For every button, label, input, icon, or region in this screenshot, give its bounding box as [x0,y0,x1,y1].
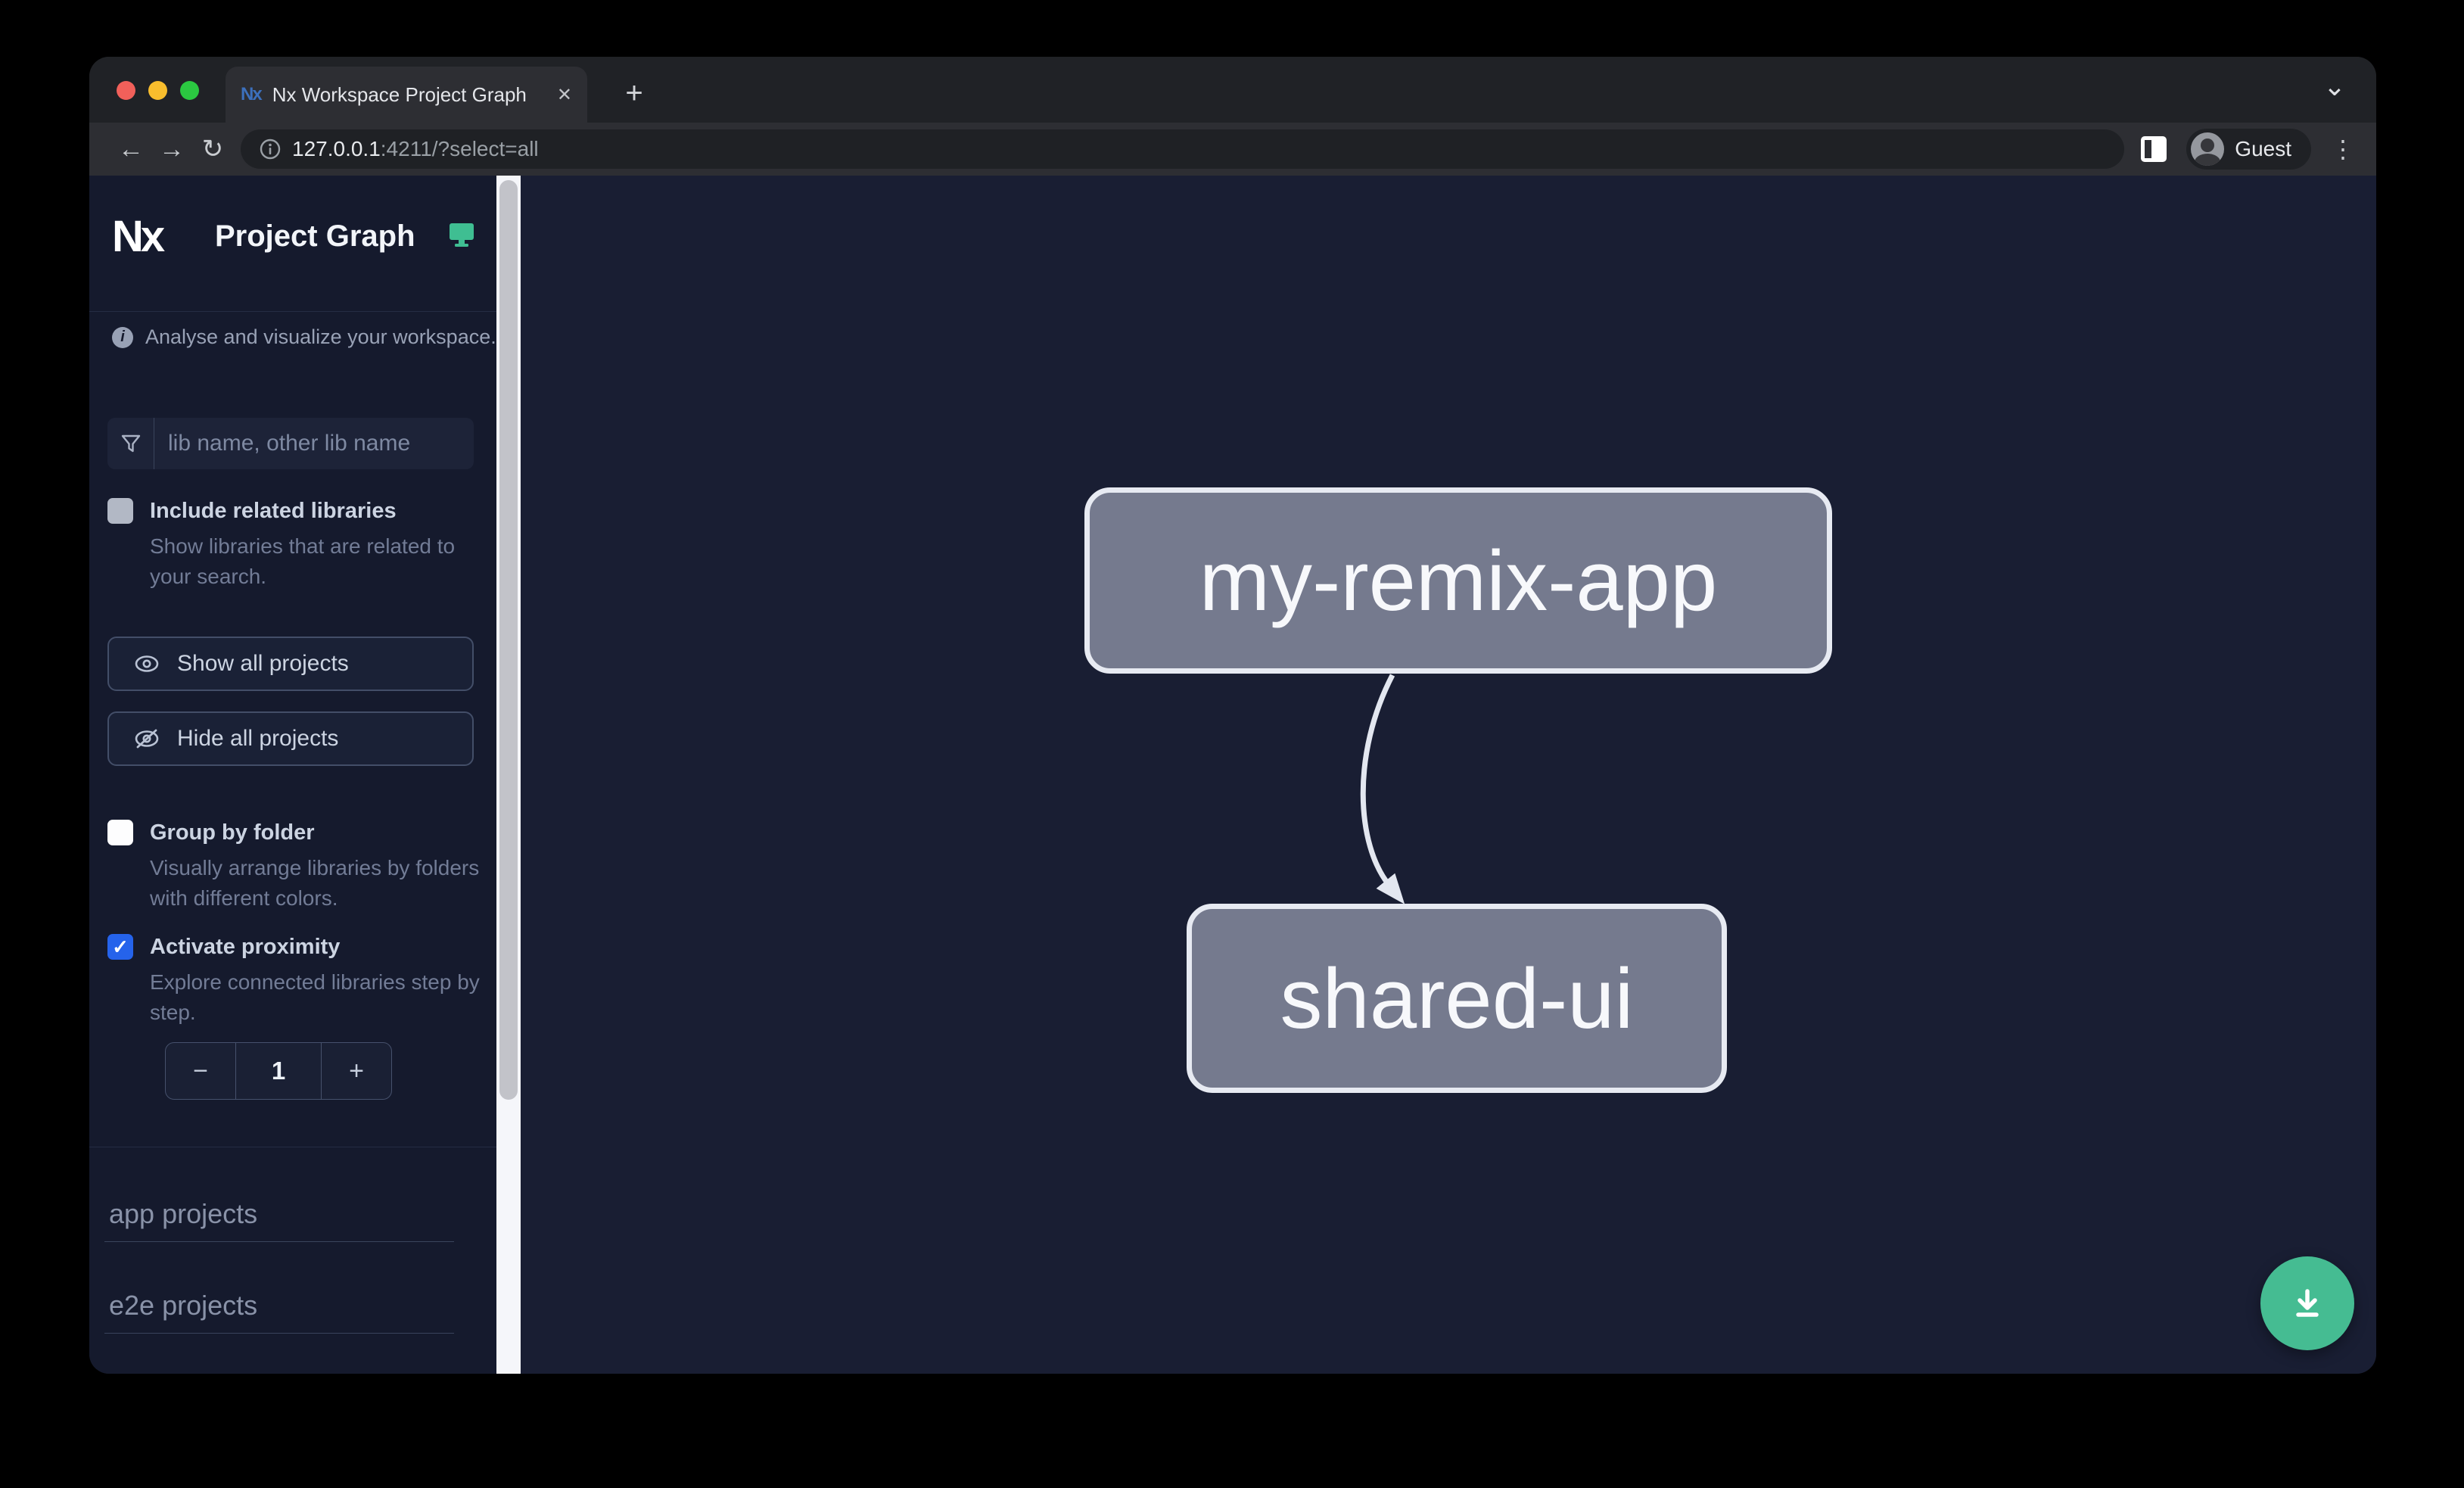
increment-button[interactable]: + [349,1056,364,1085]
monitor-icon[interactable] [447,221,476,252]
sidebar: Nx Project Graph i Analyse and visualize… [89,176,496,1374]
toolbar-right: Guest ⋮ [2141,129,2355,170]
hide-all-projects-button[interactable]: Hide all projects [107,711,474,766]
graph-canvas[interactable]: my-remix-app shared-ui [521,176,2376,1374]
download-graph-button[interactable] [2260,1256,2354,1350]
url-host: 127.0.0.1 [292,137,381,160]
workspace-info: i Analyse and visualize your workspace. [112,325,496,349]
toggle-label: Include related libraries [150,499,397,523]
tab-title: Nx Workspace Project Graph [272,82,527,106]
toggle-description: Explore connected libraries step by step… [150,970,480,1024]
button-label: Hide all projects [177,726,339,751]
browser-menu-icon[interactable]: ⋮ [2331,135,2355,163]
browser-window: Nx Nx Workspace Project Graph ✕ + ⌄ ← → … [89,57,2376,1374]
back-button[interactable]: ← [118,134,144,163]
new-tab-button[interactable]: + [625,76,643,110]
section-e2e-projects[interactable]: e2e projects [104,1290,454,1334]
window-controls [117,81,199,100]
browser-toolbar: ← → ↻ 127.0.0.1:4211/?select=all Guest ⋮ [89,123,2376,176]
sidebar-scrollbar[interactable] [496,176,521,1374]
toggle-description: Show libraries that are related to your … [150,534,456,588]
tab-nx-workspace[interactable]: Nx Nx Workspace Project Graph ✕ [226,67,587,123]
sidebar-header: Nx Project Graph [112,207,476,265]
profile-label: Guest [2235,137,2291,160]
dependency-edge [1360,674,1405,904]
divider [89,311,496,312]
toggle-activate-proximity[interactable]: ✓ Activate proximity Explore connected l… [107,932,492,1028]
toggle-label: Activate proximity [150,935,341,959]
proximity-stepper: − 1 + [165,1042,392,1100]
minimize-window-button[interactable] [148,81,167,100]
decrement-button[interactable]: − [193,1056,208,1085]
address-bar[interactable]: 127.0.0.1:4211/?select=all [241,129,2125,169]
nx-logo: Nx [112,211,165,261]
avatar [2191,132,2225,166]
section-app-projects[interactable]: app projects [104,1199,454,1242]
download-icon [2285,1281,2329,1325]
toggle-description: Visually arrange libraries by folders wi… [150,856,480,910]
scrollbar-thumb[interactable] [499,180,518,1100]
maximize-window-button[interactable] [180,81,199,100]
graph-node-shared-ui[interactable]: shared-ui [1187,904,1727,1093]
reload-button[interactable]: ↻ [201,135,224,163]
toggle-label: Group by folder [150,820,315,845]
graph-node-my-remix-app[interactable]: my-remix-app [1084,487,1832,674]
filter-icon [107,418,154,469]
forward-button[interactable]: → [159,134,185,163]
info-text: Analyse and visualize your workspace. [145,325,496,348]
toggle-include-related[interactable]: Include related libraries Show libraries… [107,497,492,592]
toggle-group-by-folder[interactable]: Group by folder Visually arrange librari… [107,818,492,914]
close-window-button[interactable] [117,81,135,100]
button-label: Show all projects [177,651,349,676]
eye-icon [133,653,160,674]
stepper-value: 1 [235,1043,322,1099]
tab-strip: Nx Nx Workspace Project Graph ✕ + ⌄ [89,57,2376,123]
checkbox-include-related[interactable] [107,498,133,524]
filter-box [107,418,474,469]
content-area: Nx Project Graph i Analyse and visualize… [89,176,2376,1374]
url-path: :4211/?select=all [380,137,539,160]
page-title: Project Graph [215,219,415,253]
checkbox-group-by-folder[interactable] [107,820,133,845]
profile-button[interactable]: Guest [2186,129,2311,170]
site-info-icon[interactable] [259,138,282,160]
show-all-projects-button[interactable]: Show all projects [107,637,474,691]
url-text: 127.0.0.1:4211/?select=all [292,137,539,161]
nx-favicon-icon: Nx [241,84,263,104]
side-panel-icon[interactable] [2141,136,2167,162]
info-icon: i [112,326,133,348]
search-input[interactable] [154,418,474,469]
checkbox-activate-proximity[interactable]: ✓ [107,934,133,960]
eye-off-icon [133,727,160,750]
close-tab-icon[interactable]: ✕ [556,84,572,105]
chevron-down-icon[interactable]: ⌄ [2322,70,2346,101]
